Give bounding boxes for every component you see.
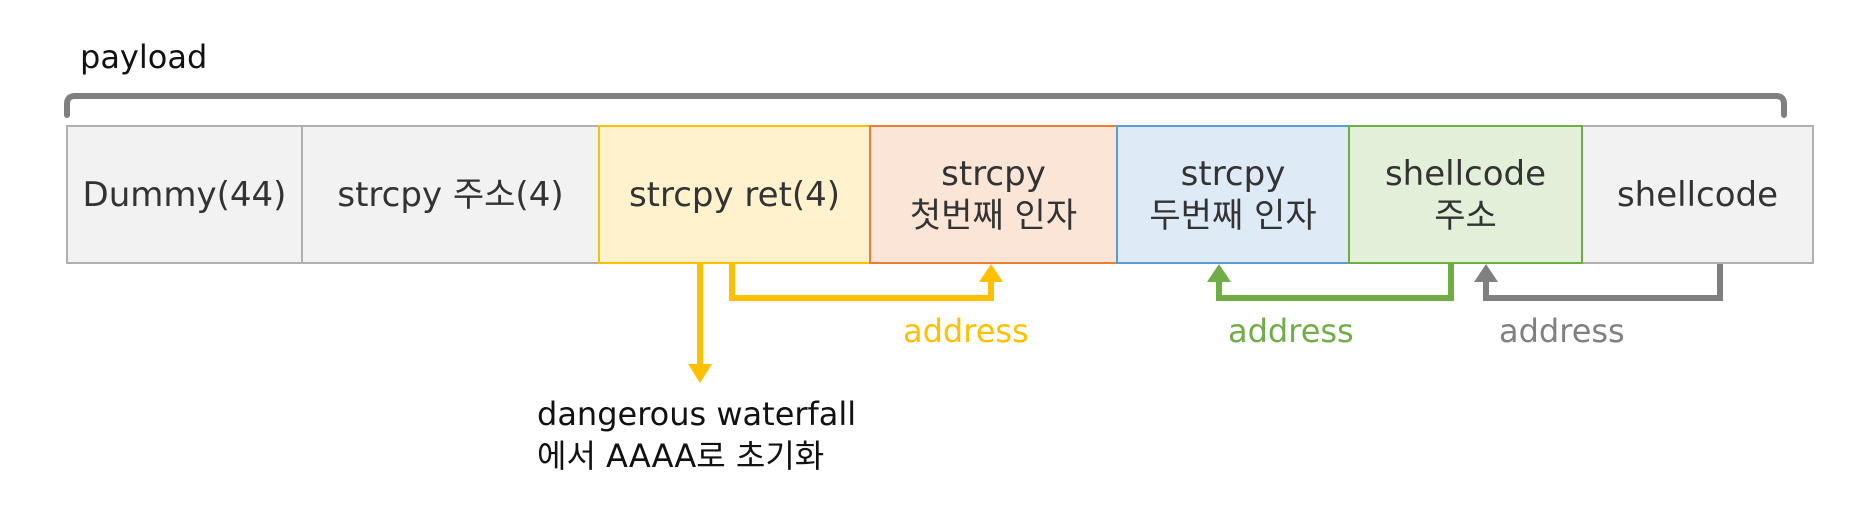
arrow-ret-to-first-arg <box>729 264 994 301</box>
payload-cells: Dummy(44) strcpy 주소(4) strcpy ret(4) str… <box>66 125 1814 264</box>
arrow-gray-head <box>1474 264 1498 282</box>
arrow-shellcode-address-to-second-arg <box>1216 264 1454 301</box>
cell-strcpy-second-arg: strcpy 두번째 인자 <box>1116 125 1350 264</box>
address-label-green: address <box>1228 312 1354 350</box>
arrow-shellcode-to-address <box>1483 264 1723 301</box>
cell-strcpy-first-arg: strcpy 첫번째 인자 <box>869 125 1118 264</box>
cell-shellcode-address: shellcode 주소 <box>1348 125 1583 264</box>
cell-shellcode: shellcode <box>1581 125 1814 264</box>
arrow-ret-to-first-arg-head <box>979 264 1003 282</box>
cell-strcpy-ret: strcpy ret(4) <box>598 125 871 264</box>
arrow-green-head <box>1207 264 1231 282</box>
cell-strcpy-address: strcpy 주소(4) <box>301 125 600 264</box>
cell-dummy: Dummy(44) <box>66 125 303 264</box>
waterfall-note: dangerous waterfall 에서 AAAA로 초기화 <box>537 395 857 475</box>
address-label-yellow: address <box>903 312 1029 350</box>
arrow-ret-down-head <box>688 364 712 383</box>
payload-label: payload <box>80 38 208 76</box>
address-label-gray: address <box>1499 312 1625 350</box>
